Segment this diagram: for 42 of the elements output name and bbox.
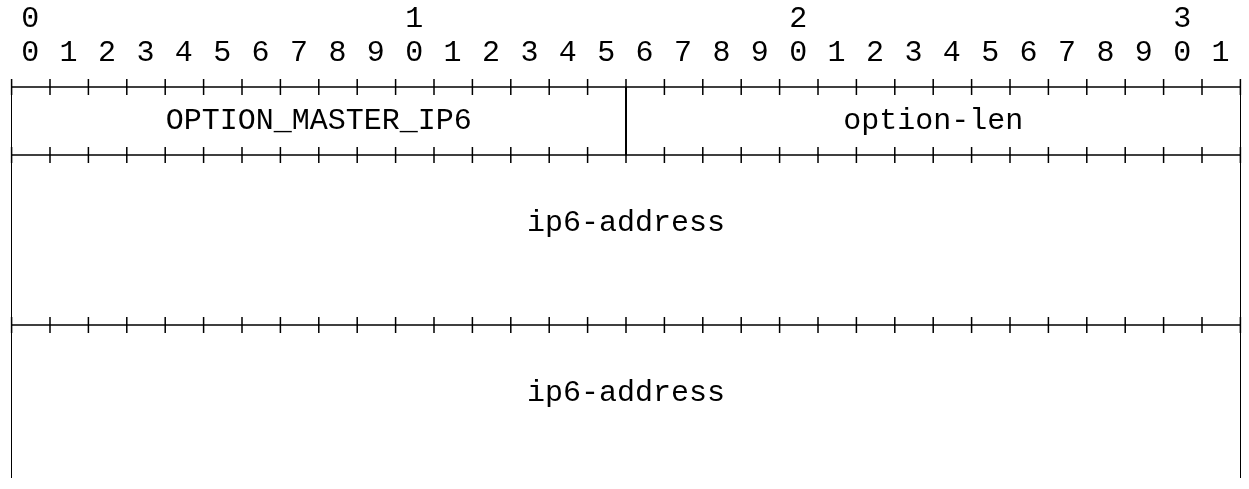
bit-number: 8 — [712, 36, 731, 70]
bit-number: 7 — [674, 36, 692, 70]
bit-number: 0 — [789, 36, 808, 70]
bit-number: 2 — [482, 36, 500, 70]
bit-number: 2 — [98, 36, 116, 70]
bit-number: 4 — [942, 36, 961, 70]
bit-number: 7 — [290, 36, 308, 70]
bit-number: 2 — [789, 2, 808, 36]
bit-number: 1 — [1211, 36, 1230, 70]
bit-number: 1 — [59, 36, 78, 70]
bit-number: 3 — [136, 36, 155, 70]
bit-number: 0 — [21, 2, 40, 36]
field-box — [10, 87, 627, 155]
bit-number: 0 — [21, 36, 40, 70]
bit-number: 9 — [1134, 36, 1153, 70]
field-name: ip6-address — [525, 376, 726, 410]
bit-number: 0 — [405, 36, 424, 70]
field-name: option-len — [842, 104, 1025, 138]
bit-number: 8 — [1096, 36, 1115, 70]
field-name: OPTION_MASTER_IP6 — [164, 104, 473, 138]
bit-number: 5 — [981, 36, 1000, 70]
bit-number: 1 — [443, 36, 462, 70]
field-name: ip6-address — [525, 206, 726, 240]
bit-number: 4 — [174, 36, 193, 70]
bit-number: 9 — [750, 36, 769, 70]
bit-number: 1 — [405, 2, 424, 36]
field-box — [625, 87, 1242, 155]
bit-number: 1 — [827, 36, 846, 70]
bit-number: 6 — [251, 36, 270, 70]
bit-number: 6 — [635, 36, 654, 70]
bit-number: 9 — [366, 36, 385, 70]
bit-number: 5 — [597, 36, 616, 70]
bit-number: 8 — [328, 36, 347, 70]
bit-number: 6 — [1019, 36, 1038, 70]
bit-number: 0 — [1173, 36, 1192, 70]
bit-number: 5 — [213, 36, 232, 70]
bit-number: 3 — [520, 36, 539, 70]
bit-number: 4 — [558, 36, 577, 70]
bit-number: 3 — [1173, 2, 1192, 36]
bit-number: 2 — [866, 36, 884, 70]
bit-number: 3 — [904, 36, 923, 70]
bit-number: 7 — [1058, 36, 1076, 70]
